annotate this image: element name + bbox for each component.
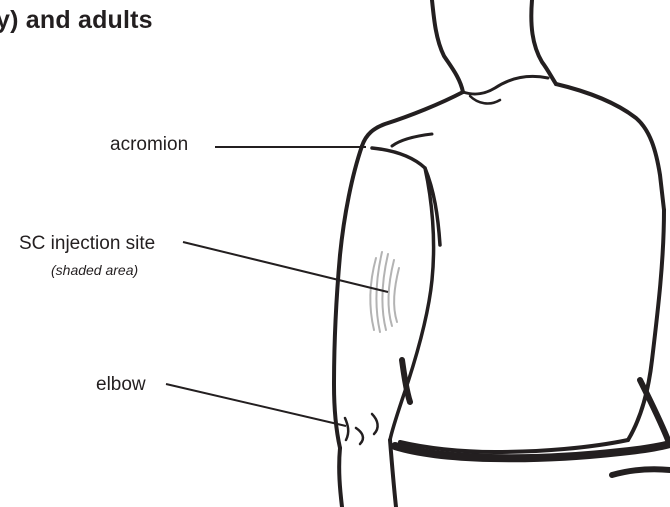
injection-site-leader-line: [183, 242, 388, 292]
elbow-leader-line: [166, 384, 346, 426]
leader-lines: [166, 147, 388, 426]
body-outline: [334, 0, 670, 507]
